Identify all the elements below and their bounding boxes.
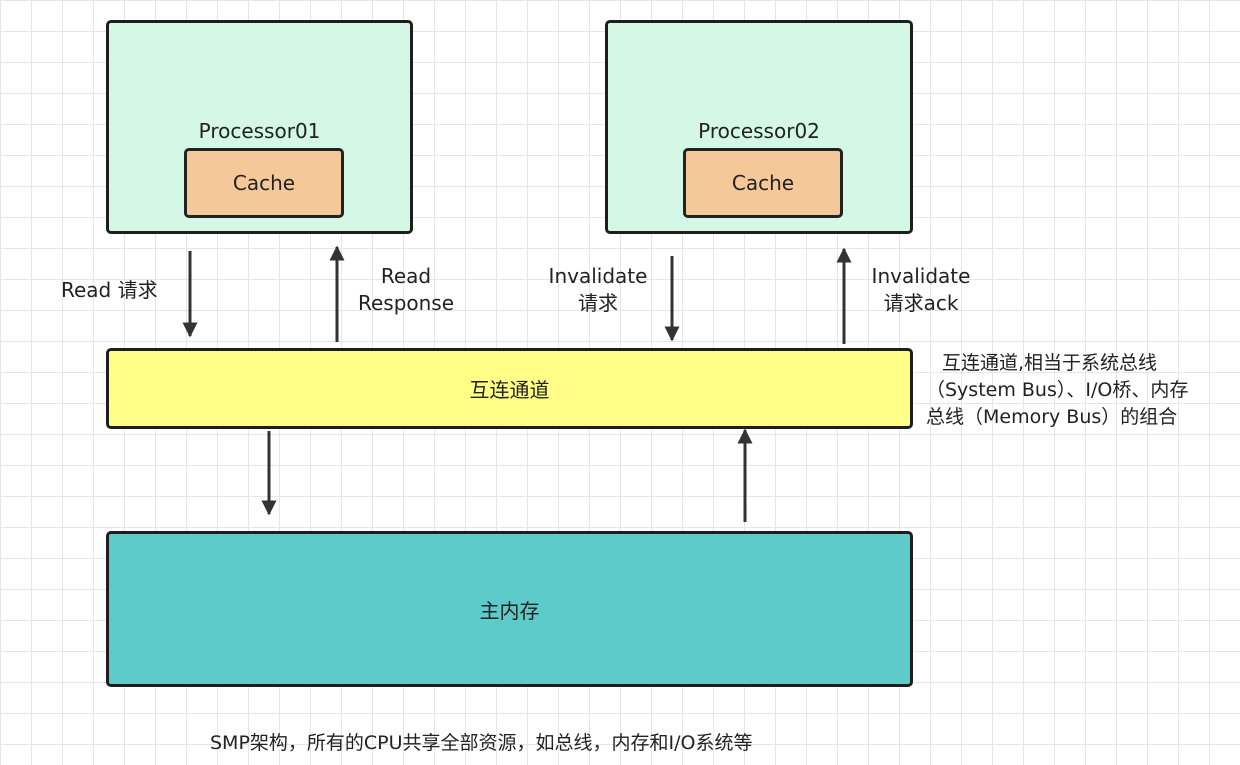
read-response-line1: Read xyxy=(380,264,432,288)
bus-note-line2: （System Bus）、I/O桥、内存 xyxy=(926,379,1189,401)
bus-note-line1: 互连通道,相当于系统总线 xyxy=(942,352,1158,374)
bus-note-line3: 总线（Memory Bus）的组合 xyxy=(926,406,1178,428)
processor01-box: Processor01 Cache xyxy=(106,20,413,234)
diagram-caption: SMP架构，所有的CPU共享全部资源，如总线，内存和I/O系统等 xyxy=(210,732,753,754)
main-memory-label: 主内存 xyxy=(479,598,540,623)
invalidate-ack-line1: Invalidate xyxy=(871,264,971,288)
invalidate-request-label: Invalidate 请求 xyxy=(543,263,653,317)
bus-note: 互连通道,相当于系统总线 （System Bus）、I/O桥、内存 总线（Mem… xyxy=(926,350,1188,431)
invalidate-request-line2: 请求 xyxy=(578,291,618,315)
read-request-label: Read 请求 xyxy=(61,278,158,302)
processor01-title: Processor01 xyxy=(198,119,321,143)
read-response-line2: Response xyxy=(357,291,455,315)
processor02-cache: Cache xyxy=(683,148,843,218)
invalidate-ack-label: Invalidate 请求ack xyxy=(866,263,976,317)
interconnect-bus-label: 互连通道 xyxy=(469,378,550,402)
processor02-box: Processor02 Cache xyxy=(605,20,913,234)
interconnect-bus: 互连通道 xyxy=(106,348,913,429)
main-memory: 主内存 xyxy=(106,531,913,687)
processor01-cache: Cache xyxy=(184,148,344,218)
read-response-label: Read Response xyxy=(346,263,466,317)
invalidate-request-line1: Invalidate xyxy=(548,264,648,288)
invalidate-ack-line2: 请求ack xyxy=(883,291,959,315)
processor02-title: Processor02 xyxy=(698,119,820,143)
